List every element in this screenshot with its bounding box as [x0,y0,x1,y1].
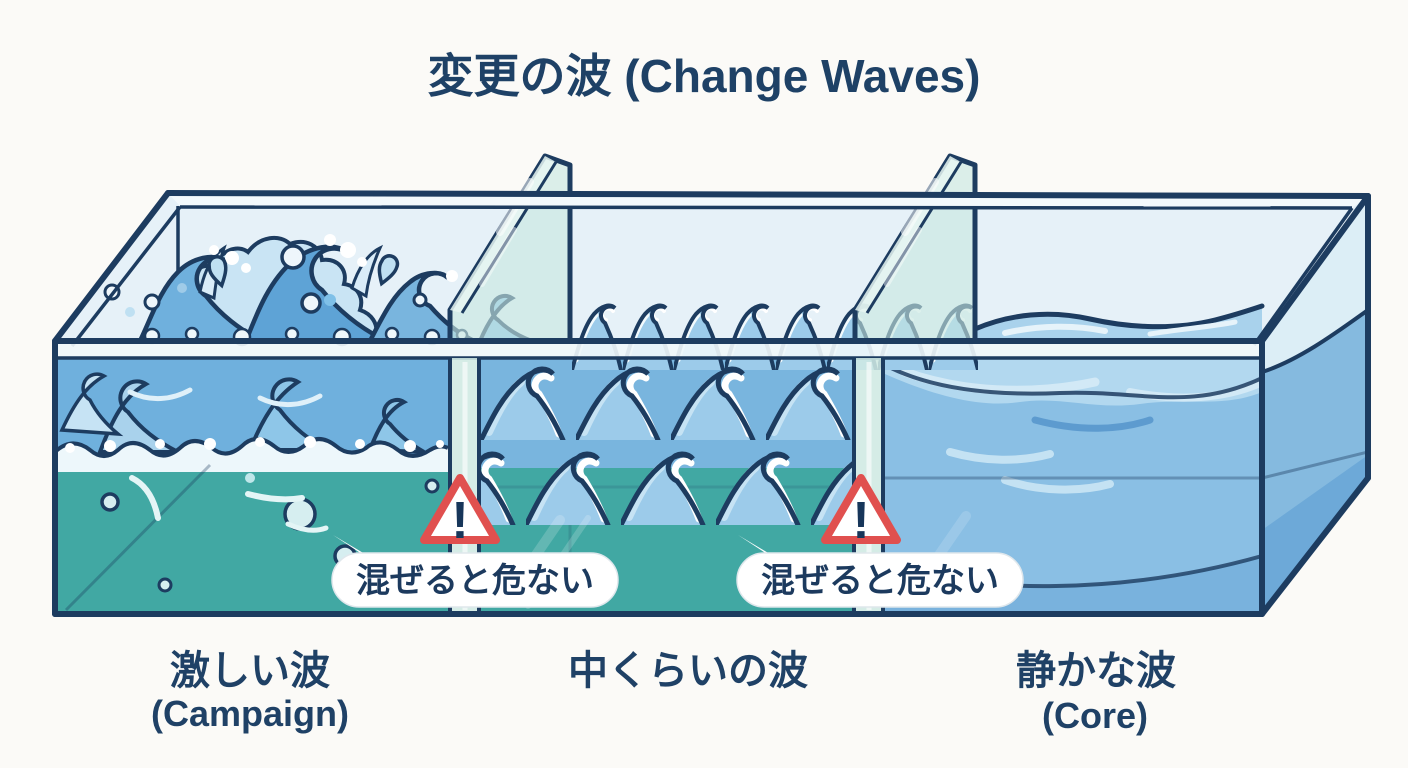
page-title: 変更の波 (Change Waves) [428,50,981,102]
warning-triangle-icon [420,474,500,544]
warning-sign-2: ! [821,474,901,550]
warning-bubble-2: 混ぜると危ない [736,535,1024,608]
tank-front-borders [52,193,1371,617]
warning-exclamation-mark: ! [852,492,869,550]
warning-sign-1: ! [420,474,500,550]
warning-bubble-1: 混ぜると危ない [331,535,619,608]
campaign-churn [55,372,448,472]
section-label-core-en: (Core) [1042,695,1148,736]
medium-wave-row-1 [481,348,852,440]
core-calm-surface [972,303,1265,341]
section-labels: 激しい波 (Campaign) 中くらいの波 静かな波 (Core) [151,649,1176,736]
section-label-core-jp: 静かな波 [1016,649,1176,693]
warning-exclamation-mark: ! [451,492,468,550]
warning-bubble-text: 混ぜると危ない [356,562,594,600]
splash-droplets [143,244,428,314]
section-label-campaign-jp: 激しい波 [170,649,330,693]
section-label-medium-jp: 中くらいの波 [568,649,808,693]
section-label-campaign-en: (Campaign) [151,693,349,734]
warning-bubble-text: 混ぜると危ない [761,562,999,600]
medium-wave-row-2 [481,433,852,525]
warning-triangle-icon [821,474,901,544]
